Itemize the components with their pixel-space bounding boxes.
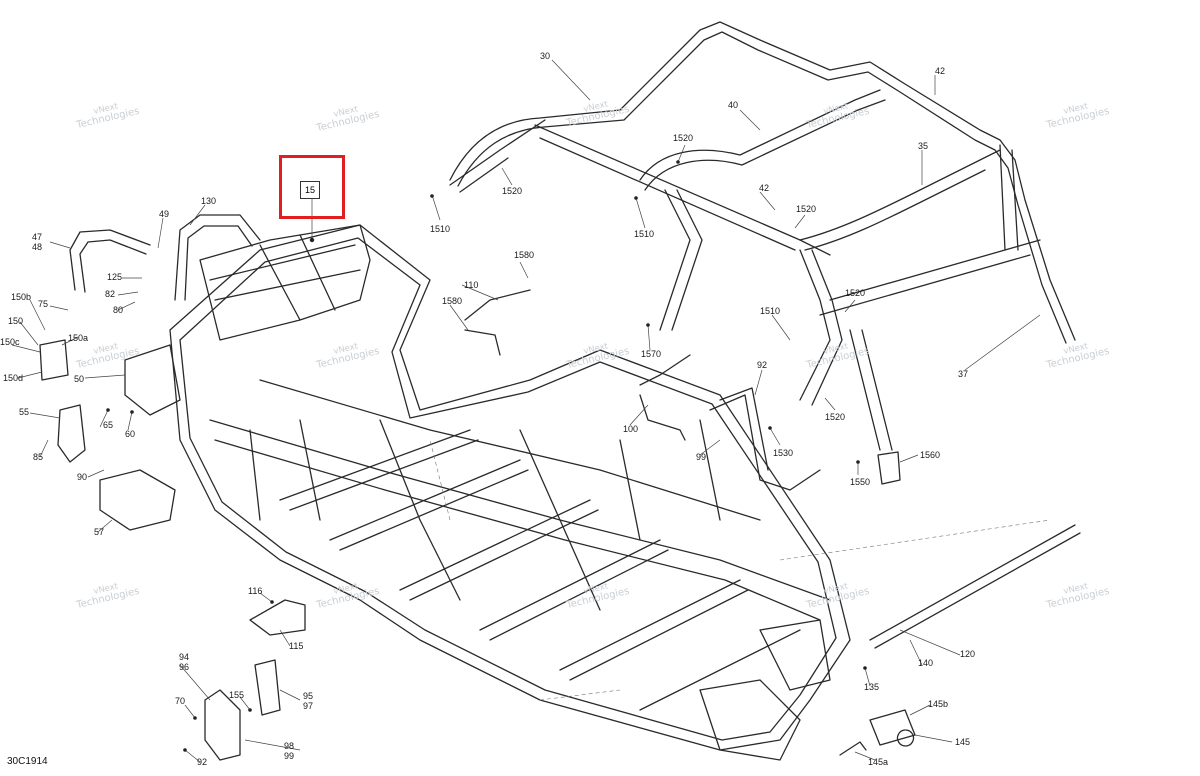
- callout-90[interactable]: 90: [77, 472, 88, 482]
- a-pillar: [799, 249, 831, 401]
- callout-150d[interactable]: 150d: [3, 373, 24, 383]
- callout-42[interactable]: 42: [759, 183, 770, 193]
- callout-150[interactable]: 150: [8, 316, 24, 326]
- highlight-box: [279, 155, 345, 219]
- callout-92[interactable]: 92: [197, 757, 208, 767]
- callout-150c[interactable]: 150c: [0, 337, 20, 347]
- callout-96[interactable]: 96: [179, 662, 190, 672]
- callout-55[interactable]: 55: [19, 407, 30, 417]
- callout-130[interactable]: 130: [201, 196, 217, 206]
- callout-1580[interactable]: 1580: [514, 250, 535, 260]
- roll-cage-rear-arch: [449, 21, 1076, 341]
- callout-97[interactable]: 97: [303, 701, 314, 711]
- callout-47[interactable]: 47: [32, 232, 43, 242]
- callout-65[interactable]: 65: [103, 420, 114, 430]
- callout-40[interactable]: 40: [728, 100, 739, 110]
- callout-98[interactable]: 98: [284, 741, 295, 751]
- callout-30[interactable]: 30: [540, 51, 551, 61]
- callout-1580[interactable]: 1580: [442, 296, 463, 306]
- plate-115: [249, 599, 306, 636]
- callout-1550[interactable]: 1550: [850, 477, 871, 487]
- bracket-57: [99, 469, 176, 531]
- callout-48[interactable]: 48: [32, 242, 43, 252]
- bracket-55: [57, 404, 86, 463]
- callout-75[interactable]: 75: [38, 299, 49, 309]
- callout-37[interactable]: 37: [958, 369, 969, 379]
- drawing-code: 30C1914: [7, 756, 48, 767]
- callout-95[interactable]: 95: [303, 691, 314, 701]
- callout-42[interactable]: 42: [935, 66, 946, 76]
- callout-1520[interactable]: 1520: [796, 204, 817, 214]
- callout-1520[interactable]: 1520: [502, 186, 523, 196]
- callout-99[interactable]: 99: [696, 452, 707, 462]
- callout-1530[interactable]: 1530: [773, 448, 794, 458]
- bracket-100: [639, 354, 691, 441]
- callout-85[interactable]: 85: [33, 452, 44, 462]
- callout-1510[interactable]: 1510: [634, 229, 655, 239]
- callout-1520[interactable]: 1520: [673, 133, 694, 143]
- callout-145b[interactable]: 145b: [928, 699, 949, 709]
- callout-49[interactable]: 49: [159, 209, 170, 219]
- callout-94[interactable]: 94: [179, 652, 190, 662]
- callout-80[interactable]: 80: [113, 305, 124, 315]
- callout-1570[interactable]: 1570: [641, 349, 662, 359]
- callout-1510[interactable]: 1510: [430, 224, 451, 234]
- callout-125[interactable]: 125: [107, 272, 123, 282]
- callout-92[interactable]: 92: [757, 360, 768, 370]
- callout-15-highlighted[interactable]: 15: [300, 181, 320, 199]
- bracket-110: [464, 289, 531, 356]
- callout-99[interactable]: 99: [284, 751, 295, 761]
- callout-145[interactable]: 145: [955, 737, 971, 747]
- callout-57[interactable]: 57: [94, 527, 105, 537]
- callout-100[interactable]: 100: [623, 424, 639, 434]
- callout-150a[interactable]: 150a: [68, 333, 89, 343]
- callout-1520[interactable]: 1520: [845, 288, 866, 298]
- pin-145a: [839, 741, 867, 756]
- chassis-main: [169, 224, 851, 751]
- callout-120[interactable]: 120: [960, 649, 976, 659]
- callout-155[interactable]: 155: [229, 690, 245, 700]
- bar-120: [869, 524, 1081, 649]
- callout-82[interactable]: 82: [105, 289, 116, 299]
- bracket-150: [39, 339, 69, 381]
- callout-1520[interactable]: 1520: [825, 412, 846, 422]
- callout-140[interactable]: 140: [918, 658, 934, 668]
- callout-135[interactable]: 135: [864, 682, 880, 692]
- callout-145a[interactable]: 145a: [868, 757, 889, 767]
- hitch-145: [869, 709, 916, 747]
- callout-35[interactable]: 35: [918, 141, 929, 151]
- callout-150b[interactable]: 150b: [11, 292, 32, 302]
- bracket-95: [254, 659, 281, 716]
- bracket-94: [204, 689, 241, 761]
- callout-1560[interactable]: 1560: [920, 450, 941, 460]
- callout-115[interactable]: 115: [289, 641, 304, 651]
- callout-1510[interactable]: 1510: [760, 306, 781, 316]
- callout-116[interactable]: 116: [248, 586, 263, 596]
- callout-110[interactable]: 110: [464, 280, 479, 290]
- callout-50[interactable]: 50: [74, 374, 85, 384]
- callout-70[interactable]: 70: [175, 696, 186, 706]
- bracket-1560: [877, 451, 901, 485]
- callout-60[interactable]: 60: [125, 429, 136, 439]
